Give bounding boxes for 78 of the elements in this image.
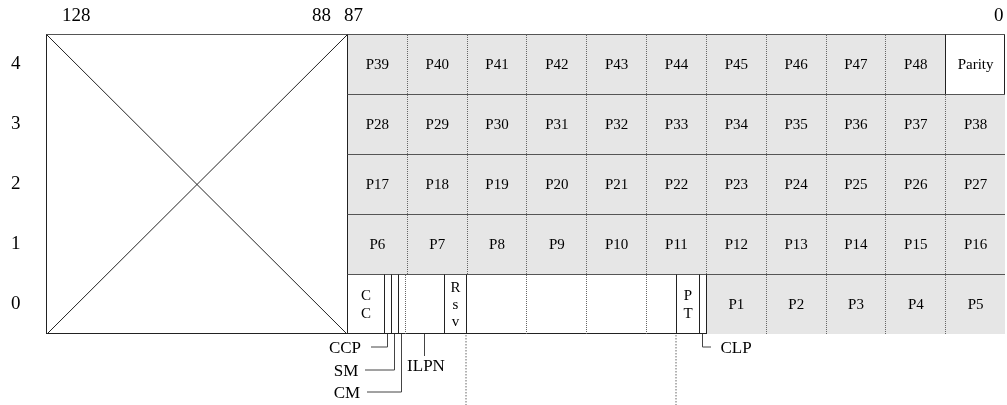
bit-field-cell: PT [676, 274, 699, 334]
bit-field-cell [586, 274, 646, 334]
leader-line [366, 333, 402, 393]
bit-field-cell: P14 [825, 214, 886, 274]
bit-field-cell: P3 [825, 274, 886, 334]
bit-field-cell: P39 [347, 34, 407, 94]
bit-field-cell: P33 [646, 94, 706, 154]
bit-field-cell: P18 [406, 154, 467, 214]
bit-field-cell: P32 [586, 94, 647, 154]
bit-field-cell: P29 [406, 94, 467, 154]
bit-field-cell: P17 [347, 154, 407, 214]
bit-field-cell: P30 [466, 94, 527, 154]
bit-field-cell: P26 [885, 154, 946, 214]
bit-field-cell: P41 [466, 34, 527, 94]
bit-field-cell: P11 [646, 214, 706, 274]
bit-position-number: 87 [344, 4, 363, 26]
field-label: SM [330, 361, 362, 381]
bit-position-number: 88 [312, 4, 331, 26]
bit-position-number: 128 [62, 4, 91, 26]
bit-field-cell: P34 [705, 94, 766, 154]
row-number: 4 [11, 52, 21, 74]
bit-position-number: 0 [994, 4, 1004, 26]
leader-line [364, 333, 395, 371]
bit-field-cell [398, 274, 405, 334]
bit-field-cell: P10 [586, 214, 647, 274]
bit-field-cell: P5 [945, 274, 1006, 334]
bit-field-cell: P40 [406, 34, 467, 94]
bit-field-cell [466, 274, 526, 334]
bit-field-cell: Rsv [444, 274, 466, 334]
field-label: CM [330, 383, 364, 403]
bit-field-cell: P1 [706, 274, 766, 334]
bit-field-cell: P16 [945, 214, 1005, 274]
bit-field-cell: P25 [825, 154, 886, 214]
bit-field-cell: P28 [347, 94, 407, 154]
bit-field-cell: P6 [347, 214, 407, 274]
row-number: 1 [11, 232, 21, 254]
bit-field-cell: P42 [526, 34, 587, 94]
bit-field-cell: P46 [765, 34, 826, 94]
bit-field-cell: P31 [526, 94, 587, 154]
field-label: ILPN [403, 356, 449, 376]
bit-field-cell [646, 274, 676, 334]
bit-field-cell: P35 [765, 94, 826, 154]
row-number: 0 [11, 292, 21, 314]
leader-line [370, 333, 388, 348]
bit-field-cell: P43 [586, 34, 647, 94]
bit-field-cell: P2 [765, 274, 826, 334]
bit-field-cell: P8 [466, 214, 527, 274]
leader-line [702, 333, 712, 348]
bit-field-cell: P27 [945, 154, 1005, 214]
leader-line [424, 333, 425, 357]
bit-field-cell: P44 [646, 34, 706, 94]
bit-field-cell: P45 [705, 34, 766, 94]
field-label: CLP [714, 338, 758, 358]
bit-field-cell: P4 [885, 274, 946, 334]
bit-field-cell: P9 [526, 214, 587, 274]
bit-field-cell: P15 [885, 214, 946, 274]
bit-field-cell: P21 [586, 154, 647, 214]
bit-field-cell: P19 [466, 154, 527, 214]
bit-field-cell [391, 274, 398, 334]
bit-field-cell: P47 [825, 34, 886, 94]
bit-field-cell: P38 [945, 94, 1005, 154]
bit-field-cell [384, 274, 391, 334]
field-label: CCP [322, 338, 368, 358]
bit-field-cell: P48 [885, 34, 946, 94]
bit-field-cell: P12 [705, 214, 766, 274]
bit-field-cell: P7 [406, 214, 467, 274]
row-number: 2 [11, 172, 21, 194]
bit-field-cell: P36 [825, 94, 886, 154]
bit-field-cell: P23 [705, 154, 766, 214]
bit-field-cell: P37 [885, 94, 946, 154]
bit-field-cell [526, 274, 586, 334]
bit-field-cell: P13 [765, 214, 826, 274]
bit-field-cell [405, 274, 444, 334]
bit-field-cell: P20 [526, 154, 587, 214]
row-number: 3 [11, 112, 21, 134]
bit-field-cell: P24 [765, 154, 826, 214]
bit-field-cell: P22 [646, 154, 706, 214]
bit-field-cell: CC [347, 274, 384, 334]
